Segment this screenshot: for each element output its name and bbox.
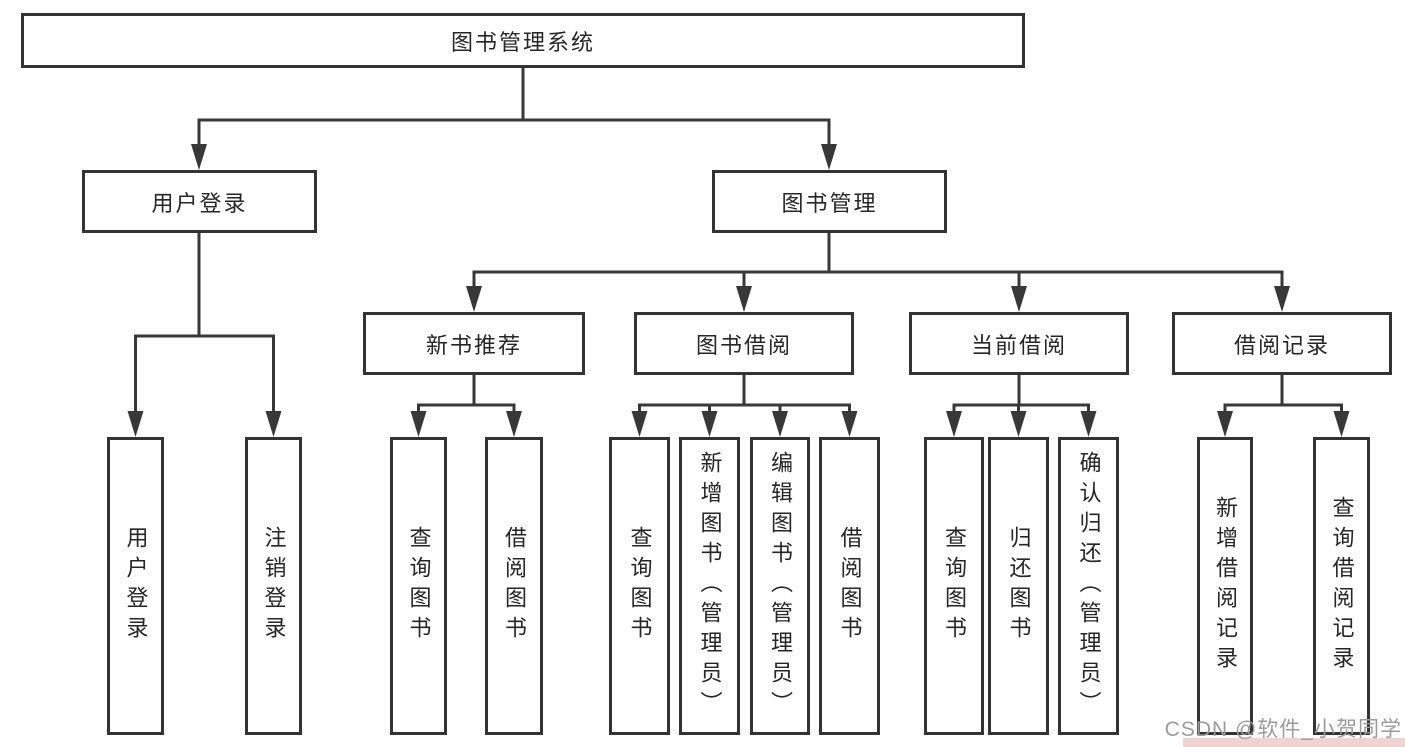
node-label: 新增借阅记录 [1213,496,1238,676]
node-label: 用户登录 [151,190,248,216]
node-user-login: 用户登录 [82,170,317,233]
node-label: 查询借阅记录 [1329,496,1355,676]
leaf-borrow-book-2: 借阅图书 [819,437,880,735]
node-label: 查询图书 [942,526,967,646]
connector-book-mgmt-to-level3 [466,233,1290,312]
node-label: 用户登录 [123,526,149,646]
node-label: 图书管理 [781,190,878,216]
node-label: 图书借阅 [695,332,792,358]
connector-current-borrow-children [946,375,1097,437]
csdn-watermark: CSDN @软件_小贺同学 [1164,718,1402,741]
node-label: 当前借阅 [970,332,1067,358]
node-label: 查询图书 [627,526,653,646]
node-new-book-recommend: 新书推荐 [363,312,585,375]
connector-new-book-children [410,375,522,437]
leaf-query-book-3: 查询图书 [924,437,984,735]
watermark-accent-strip [1183,738,1405,747]
leaf-query-borrow-record: 查询借阅记录 [1313,437,1370,735]
leaf-query-book-1: 查询图书 [390,437,447,735]
leaf-borrow-book-1: 借阅图书 [485,437,543,735]
node-book-management: 图书管理 [712,170,947,233]
connector-user-login-children [127,233,282,437]
node-label: 查询图书 [406,526,432,646]
leaf-user-login: 用户登录 [107,437,164,735]
node-label: 编辑图书（管理员） [768,451,793,721]
node-current-borrow: 当前借阅 [909,312,1129,375]
leaf-add-book-admin: 新增图书（管理员） [679,437,740,735]
node-borrow-record: 借阅记录 [1172,312,1392,375]
leaf-query-book-2: 查询图书 [609,437,670,735]
node-label: 借阅图书 [837,526,863,646]
node-root-library-system: 图书管理系统 [21,13,1025,68]
connector-book-borrow-children [631,375,858,437]
node-label: 注销登录 [261,526,287,646]
leaf-logout: 注销登录 [245,437,302,735]
node-label: 新增图书（管理员） [697,451,723,721]
node-label: 借阅图书 [502,526,527,646]
node-label: 新书推荐 [425,332,522,358]
leaf-add-borrow-record: 新增借阅记录 [1197,437,1253,735]
node-label: 借阅记录 [1233,332,1330,358]
node-label: 确认归还（管理员） [1076,451,1102,721]
node-label: 图书管理系统 [450,29,595,55]
node-label: 归还图书 [1006,526,1032,646]
connector-root-to-level2 [191,68,837,170]
leaf-edit-book-admin: 编辑图书（管理员） [750,437,810,735]
node-book-borrow: 图书借阅 [634,312,854,375]
leaf-return-book: 归还图书 [988,437,1049,735]
connector-borrow-record-children [1217,375,1350,437]
leaf-confirm-return-admin: 确认归还（管理员） [1058,437,1119,735]
